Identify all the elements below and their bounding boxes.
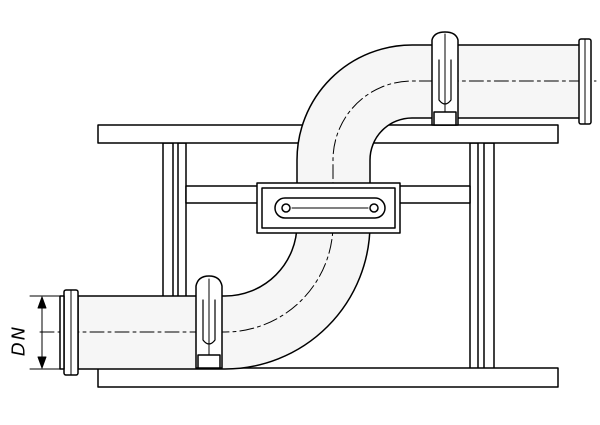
left-flange <box>59 289 79 376</box>
dn-dimension-label: DN <box>8 324 30 357</box>
middle-bracket-bolt-right <box>369 203 379 213</box>
dn-arrow-bottom <box>37 356 47 369</box>
bottom-plate <box>97 367 559 388</box>
dn-dimension <box>29 295 61 370</box>
upper-clamp-slot <box>438 59 452 105</box>
lower-clamp-nut <box>197 354 221 369</box>
right-post-outer <box>483 142 495 371</box>
right-post-inner <box>469 142 479 371</box>
dn-arrow-top <box>37 296 47 309</box>
middle-bracket-bolt-left <box>281 203 291 213</box>
left-flange-face <box>59 295 65 370</box>
upper-clamp-nut <box>433 111 457 126</box>
lower-clamp <box>195 275 223 369</box>
upper-clamp <box>431 31 459 126</box>
lower-clamp-slot <box>202 299 216 345</box>
right-flange <box>578 38 592 125</box>
middle-bracket <box>256 182 401 234</box>
